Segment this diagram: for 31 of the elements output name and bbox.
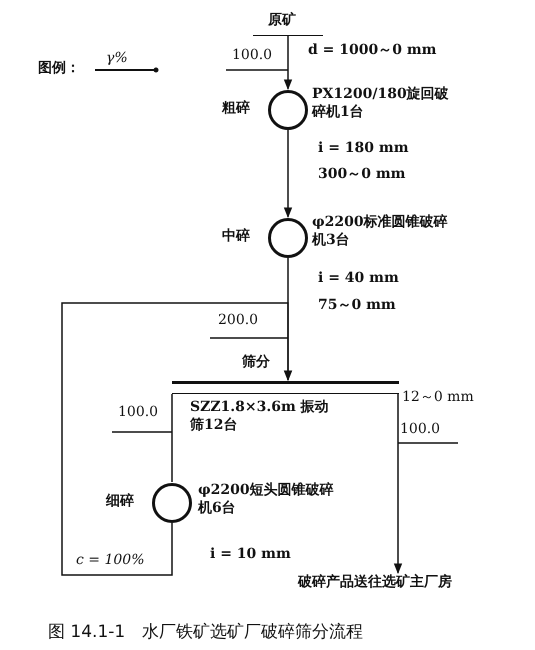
stage-label: 筛分 (242, 354, 270, 372)
legend-label: γ% (106, 50, 128, 68)
size-label: 12～0 mm (402, 389, 474, 406)
legend-title: 图例： (38, 60, 80, 78)
equipment-note: SZZ1.8×3.6m 振动筛12台 (190, 399, 330, 434)
equipment-note: d = 1000～0 mm (308, 42, 438, 60)
equipment-note: 75～0 mm (318, 297, 397, 314)
flow-line (284, 130, 292, 218)
feed-label: 原矿 (268, 12, 296, 30)
flow-line (284, 36, 292, 90)
circulating-load-label: c = 100% (76, 552, 144, 570)
equipment-note: i = 40 mm (318, 270, 400, 288)
equipment-note: φ2200标准圆锥破碎机3台 (312, 214, 449, 249)
flow-line (171, 394, 173, 482)
equipment-note: 300～0 mm (318, 166, 406, 184)
feed-bar (253, 12, 323, 36)
flow-line (61, 302, 292, 576)
stage-label: 中碎 (222, 228, 250, 246)
stage-label: 粗碎 (222, 100, 250, 118)
equipment-note: φ2200短头圆锥破碎机6台 (198, 482, 335, 517)
yield-value: 200.0 (218, 312, 258, 330)
equipment-note: i = 180 mm (318, 140, 410, 158)
product-destination-label: 破碎产品送往选矿主厂房 (298, 574, 453, 592)
discharge-setting-note: i = 10 mm (210, 546, 291, 564)
flow-line (394, 394, 402, 574)
stage-label: 细碎 (106, 493, 134, 510)
yield-value: 100.0 (118, 404, 158, 422)
equipment-note: PX1200/180旋回破碎机1台 (312, 86, 450, 121)
figure-caption: 图 14.1-1 水厂铁矿选矿厂破碎筛分流程 (48, 622, 364, 644)
yield-value: 100.0 (400, 421, 440, 438)
yield-value: 100.0 (232, 47, 272, 64)
